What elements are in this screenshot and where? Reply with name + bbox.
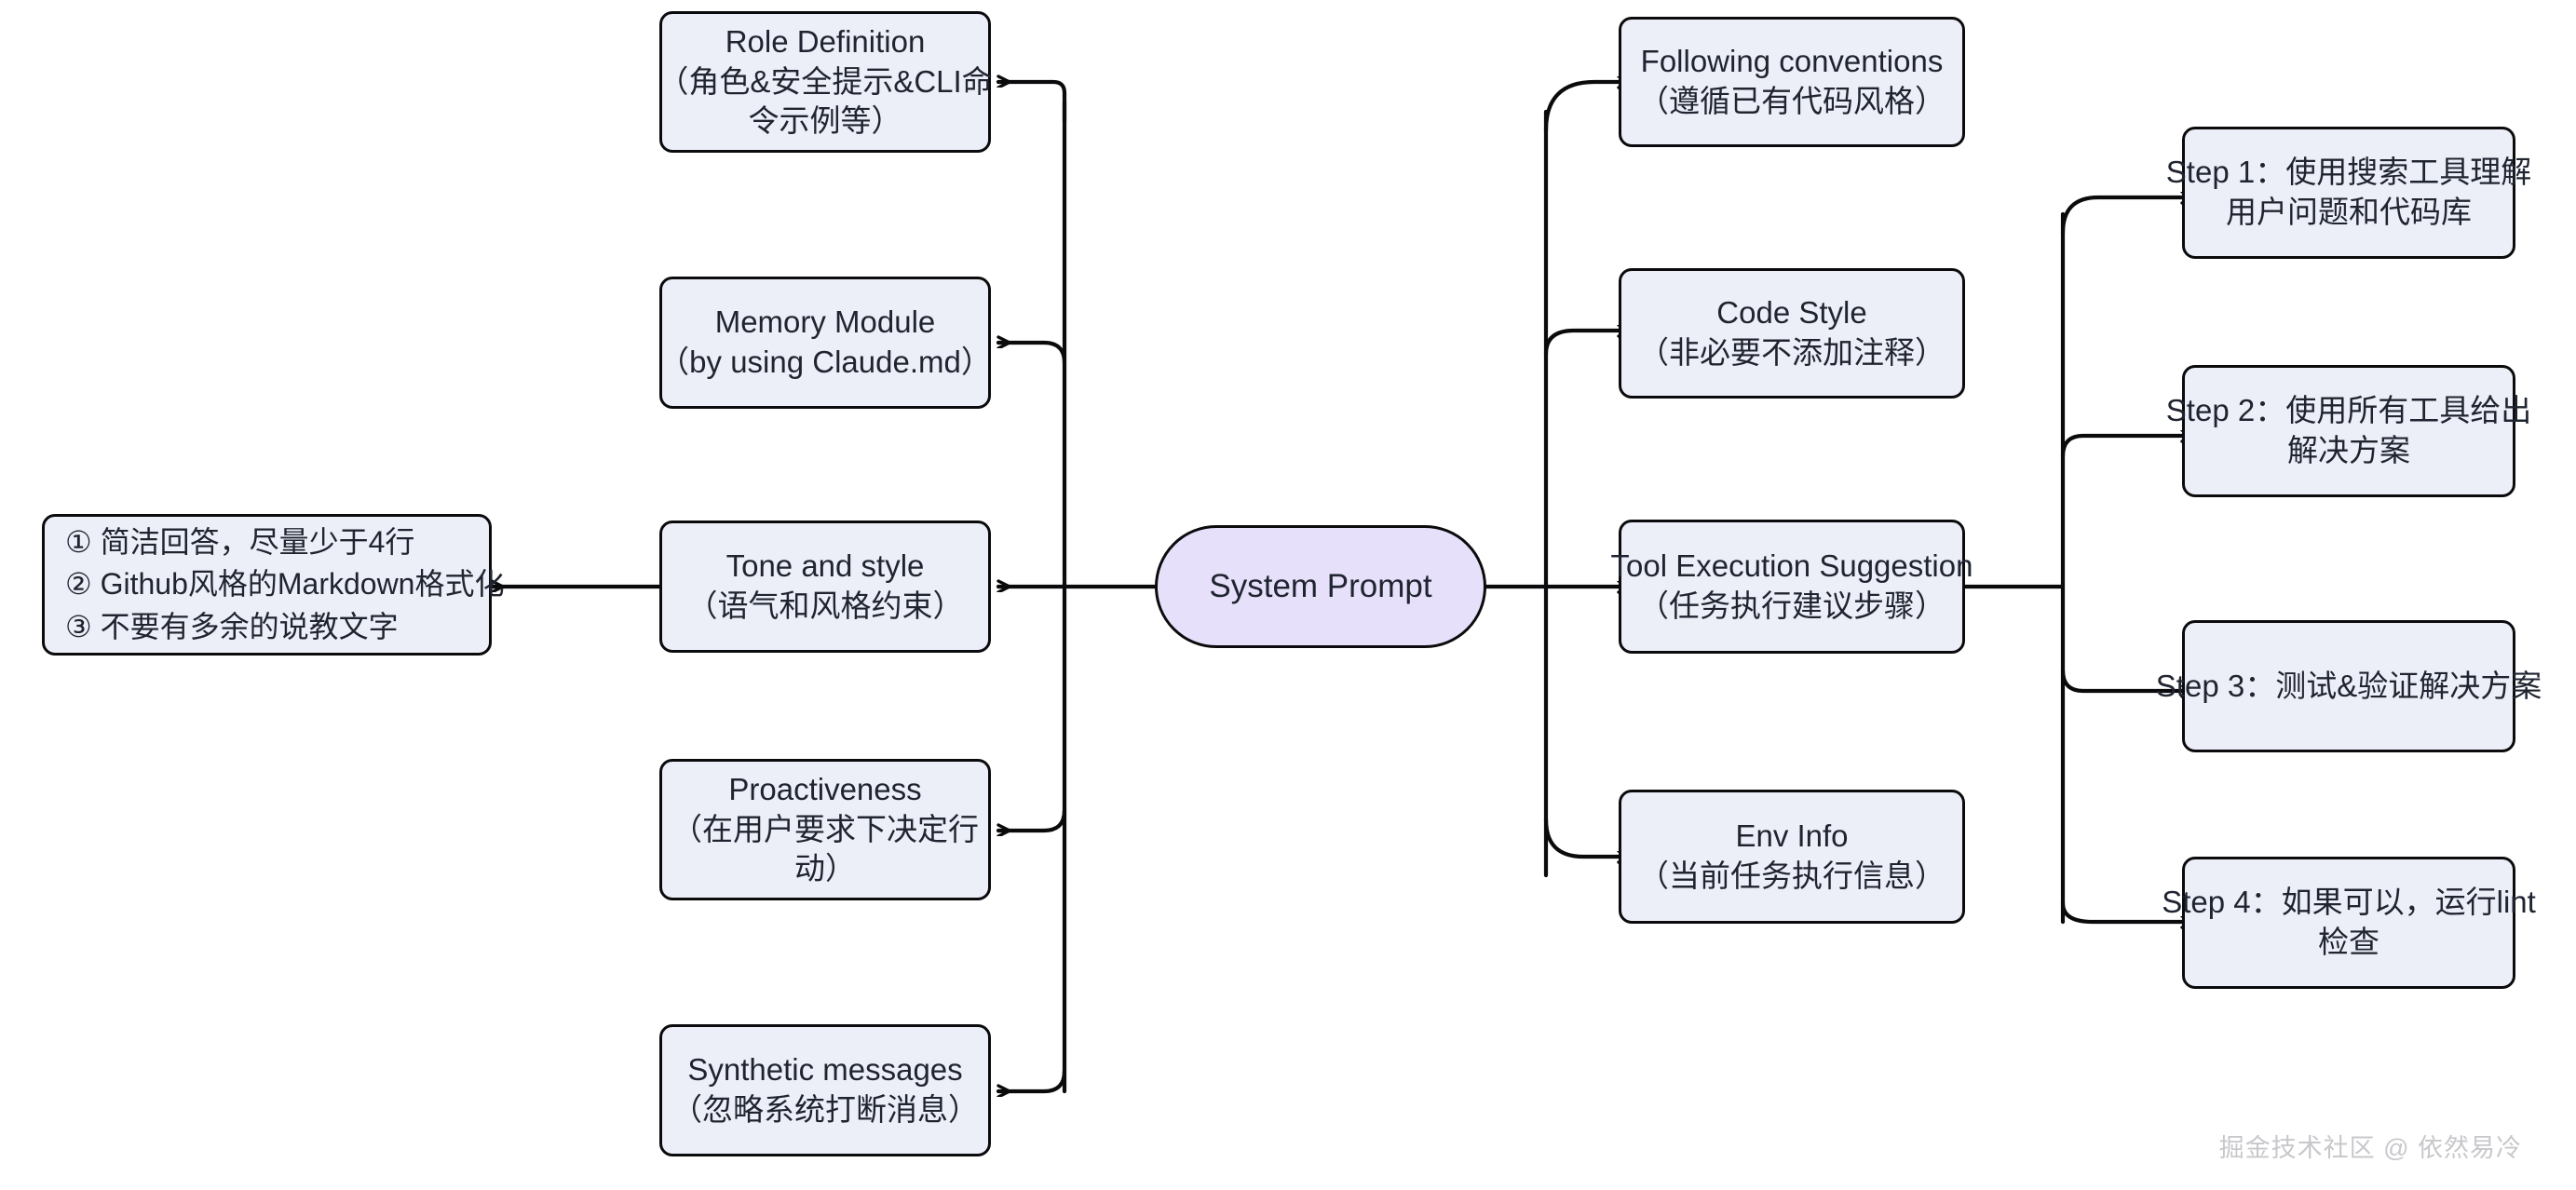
node-step-3[interactable]: Step 3：测试&验证解决方案 [2156,620,2542,752]
step-line-1: Step 2：使用所有工具给出 [2165,393,2532,428]
node-subtitle-line-1: （在用户要求下决定行 [671,811,979,846]
step-line-1: Step 3：测试&验证解决方案 [2155,668,2542,703]
node-following-conventions[interactable]: Following conventions （遵循已有代码风格） [1619,17,1965,147]
node-synthetic-messages[interactable]: Synthetic messages （忽略系统打断消息） [659,1024,991,1156]
node-memory-module[interactable]: Memory Module （by using Claude.md） [658,277,992,409]
edge-right-following-conventions [1543,82,1619,133]
watermark: 掘金技术社区 @ 依然易冷 [2218,1134,2522,1162]
edge-right-code-style [1543,331,1619,357]
node-subtitle-line-2: 令示例等） [748,103,902,139]
edge-step-1 [2060,197,2182,236]
step-line-2: 用户问题和代码库 [2226,195,2472,229]
node-title: Memory Module [714,304,936,340]
step-line-1: Step 1：使用搜索工具理解 [2165,155,2532,190]
node-title: Synthetic messages [687,1052,963,1088]
node-subtitle: （遵循已有代码风格） [1638,84,1946,118]
node-subtitle: （语气和风格约束） [686,588,964,623]
node-subtitle: （非必要不添加注释） [1638,335,1946,370]
node-proactiveness[interactable]: Proactiveness （在用户要求下决定行 动） [659,759,991,900]
node-title: Role Definition [725,23,926,59]
node-tone-and-style[interactable]: Tone and style （语气和风格约束） [659,521,991,653]
edge-left-memory-module [996,343,1067,366]
node-env-info[interactable]: Env Info （当前任务执行信息） [1619,790,1965,924]
node-subtitle-line-1: （角色&安全提示&CLI命 [658,63,993,99]
node-title: Tool Execution Suggestion [1610,548,1973,584]
node-subtitle: （当前任务执行信息） [1638,859,1946,893]
edge-left-proactiveness [996,807,1067,831]
node-step-4[interactable]: Step 4：如果可以，运行lint 检查 [2162,857,2536,989]
edge-left-synthetic-messages [996,1068,1067,1091]
node-code-style[interactable]: Code Style （非必要不添加注释） [1619,268,1965,399]
node-subtitle: （任务执行建议步骤） [1638,588,1946,623]
node-step-1[interactable]: Step 1：使用搜索工具理解 用户问题和代码库 [2166,127,2531,259]
detail-line-1: ① 简洁回答，尽量少于4行 [65,524,415,559]
node-title: Proactiveness [728,771,922,806]
detail-line-2: ② Github风格的Markdown格式化 [65,567,505,602]
step-line-1: Step 4：如果可以，运行lint [2162,885,2536,920]
edge-step-2 [2060,436,2182,459]
node-subtitle: （忽略系统打断消息） [671,1092,979,1127]
step-line-2: 解决方案 [2287,433,2410,467]
node-tone-and-style-details[interactable]: ① 简洁回答，尽量少于4行 ② Github风格的Markdown格式化 ③ 不… [42,514,505,656]
node-system-prompt[interactable]: System Prompt [1155,525,1486,648]
node-title: Tone and style [725,548,925,584]
node-subtitle: （by using Claude.md） [658,345,992,379]
detail-line-3: ③ 不要有多余的说教文字 [65,609,399,643]
node-step-2[interactable]: Step 2：使用所有工具给出 解决方案 [2166,365,2531,497]
node-title: Following conventions [1640,44,1944,79]
center-node-label: System Prompt [1209,568,1432,605]
node-title: Code Style [1716,295,1867,331]
node-tool-execution-suggestion[interactable]: Tool Execution Suggestion （任务执行建议步骤） [1611,520,1973,654]
edge-right-env-info [1543,817,1619,857]
node-title: Env Info [1735,818,1849,854]
node-role-definition[interactable]: Role Definition （角色&安全提示&CLI命 令示例等） [658,11,993,153]
step-line-2: 检查 [2318,925,2379,959]
edge-left-role-definition [996,82,1067,124]
node-subtitle-line-2: 动） [794,851,856,886]
